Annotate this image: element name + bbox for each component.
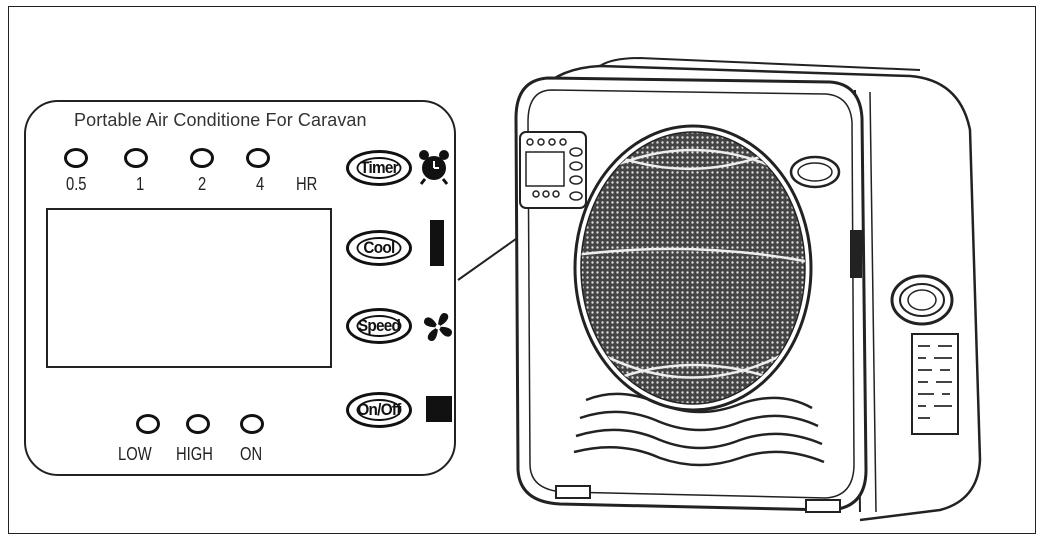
low-label: LOW xyxy=(118,444,152,464)
on-led xyxy=(240,414,264,434)
timer-button-label: Timer xyxy=(356,157,402,179)
speed-button[interactable]: Speed xyxy=(346,308,412,344)
on-label: ON xyxy=(240,444,263,464)
unit-top-edge xyxy=(599,56,921,71)
unit-back-outline xyxy=(539,64,982,522)
timer-led-2 xyxy=(190,148,214,168)
high-label: HIGH xyxy=(176,444,213,464)
high-led xyxy=(186,414,210,434)
timer-led-0-5 xyxy=(64,148,88,168)
low-led xyxy=(136,414,160,434)
alarm-clock-icon xyxy=(419,150,449,185)
control-panel-closeup: Portable Air Conditione For Caravan 0.5 … xyxy=(24,100,456,476)
panel-title: Portable Air Conditione For Caravan xyxy=(74,110,367,130)
unit-side-edge-2 xyxy=(869,91,877,513)
timer-button[interactable]: Timer xyxy=(346,150,412,186)
figure-frame xyxy=(8,6,1036,534)
timer-label-4: 4 xyxy=(256,174,265,194)
unit-front-handle xyxy=(789,155,841,189)
unit-front-foot-right xyxy=(805,499,841,513)
cool-button-label: Cool xyxy=(356,237,402,259)
timer-label-0-5: 0.5 xyxy=(66,174,87,194)
display-screen xyxy=(46,208,332,368)
unit-front-inner-edge xyxy=(527,89,855,499)
fan-grille-mesh xyxy=(580,131,806,405)
on-off-button-label: On/Off xyxy=(356,399,402,421)
timer-label-2: 2 xyxy=(198,174,207,194)
timer-unit-label: HR xyxy=(296,174,318,194)
unit-side-latch xyxy=(850,230,862,278)
on-off-button[interactable]: On/Off xyxy=(346,392,412,428)
unit-bottom-wave-vents xyxy=(573,392,825,467)
cool-button[interactable]: Cool xyxy=(346,230,412,266)
unit-mini-screen xyxy=(525,151,565,187)
cool-mode-bar-icon xyxy=(430,220,444,266)
timer-label-1: 1 xyxy=(136,174,145,194)
timer-led-4 xyxy=(246,148,270,168)
fan-icon xyxy=(424,313,452,341)
unit-front-foot-left xyxy=(555,485,591,499)
power-square-icon xyxy=(426,396,452,422)
speed-button-label: Speed xyxy=(356,315,402,337)
timer-led-1 xyxy=(124,148,148,168)
